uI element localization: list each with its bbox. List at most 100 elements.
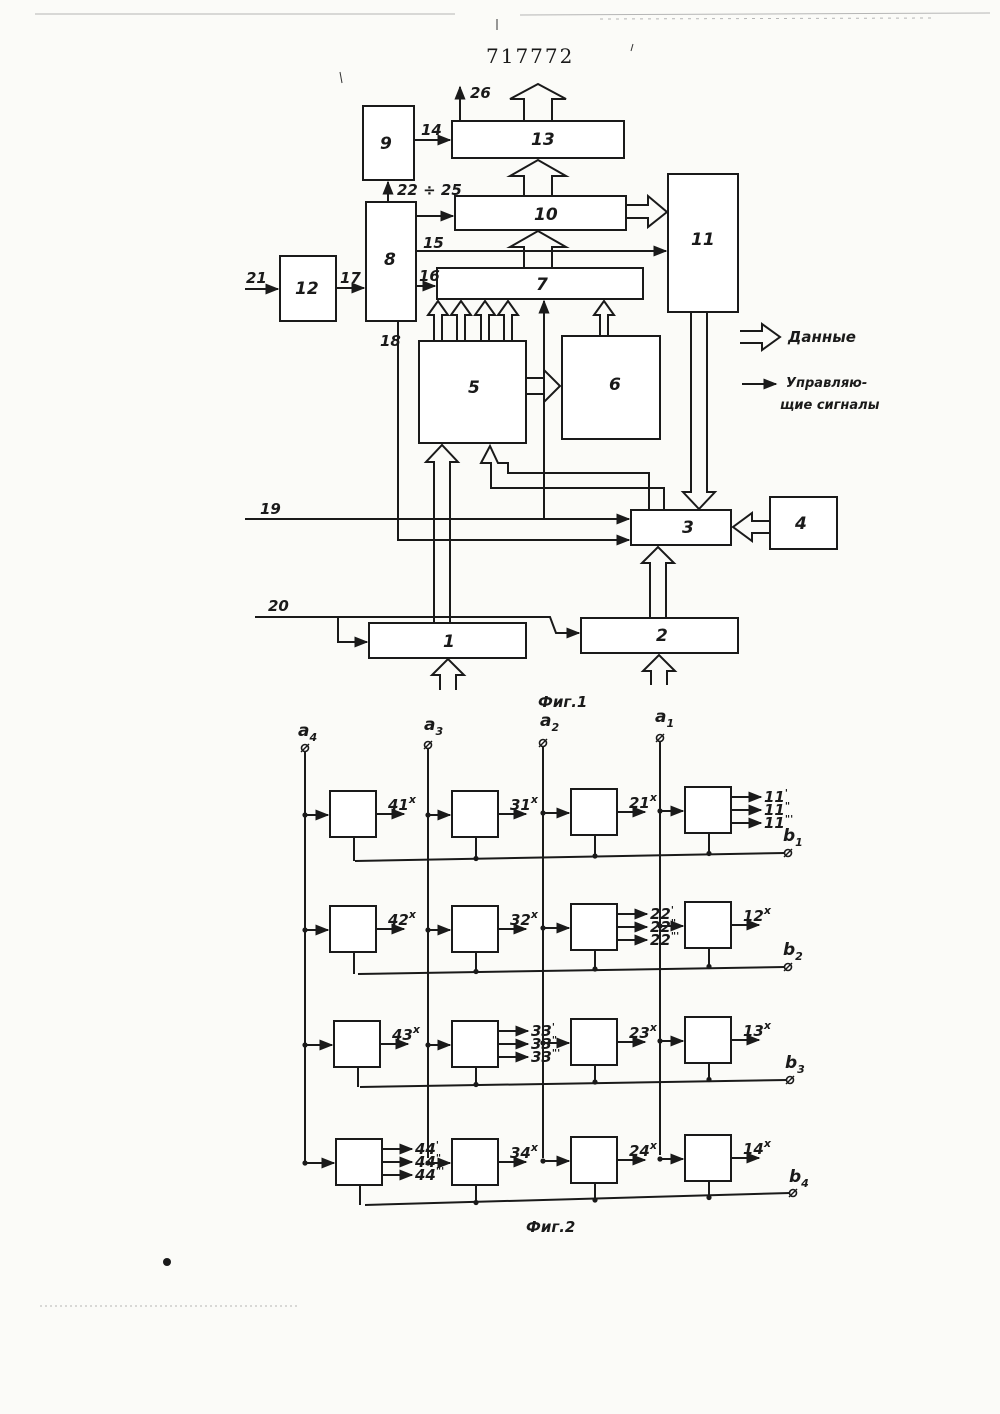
terminal-a2 <box>539 739 547 747</box>
output-label: 31x <box>510 793 539 814</box>
output-label: 32x <box>510 908 539 929</box>
output-label-mark: "' <box>671 931 679 942</box>
junction-dot <box>706 964 711 969</box>
label-b3-sub: 3 <box>797 1063 805 1076</box>
junction-dot <box>706 851 711 856</box>
output-label: 43x <box>391 1023 421 1044</box>
output-label-mark: ' <box>436 1140 439 1151</box>
output-label-mark: "' <box>785 814 793 825</box>
signal-15-label: 15 <box>423 234 444 252</box>
block-2-label: 2 <box>656 626 668 646</box>
line-b1 <box>355 853 785 861</box>
cell-r4-c4: 14x <box>657 1135 771 1200</box>
cell-r1-c2: 31x <box>425 791 538 861</box>
label-a1: a1 <box>655 707 674 730</box>
output-label-num: 23 <box>629 1024 650 1042</box>
label-b2-main: b <box>783 940 795 960</box>
output-label: 13x <box>743 1019 772 1040</box>
output-label: 42x <box>387 908 417 929</box>
label-b4: b4 <box>789 1167 809 1190</box>
signal-17-label: 17 <box>340 269 361 287</box>
junction-dot <box>592 966 597 971</box>
signal-14-label: 14 <box>421 121 442 139</box>
cell-box <box>571 904 617 950</box>
cell-box <box>685 787 731 833</box>
output-label-num: 11 <box>764 814 785 832</box>
output-label-num: 43 <box>391 1026 413 1044</box>
cell-r2-c3: 22'22"22"' <box>540 904 679 972</box>
output-label: 33"' <box>531 1048 560 1066</box>
output-label: 14x <box>743 1137 772 1158</box>
cell-box <box>452 1021 498 1067</box>
block-1-label: 1 <box>443 632 455 652</box>
cell-r3-c2: 33'33"33"' <box>425 1021 560 1087</box>
output-label-num: 31 <box>510 796 531 814</box>
signal-19-label: 19 <box>260 500 281 518</box>
output-label-mark: x <box>530 908 539 921</box>
junction-dot <box>473 1200 478 1205</box>
block-5-label: 5 <box>468 378 480 398</box>
output-label-mark: x <box>649 1021 658 1034</box>
junction-dot <box>592 1079 597 1084</box>
output-label-mark: x <box>763 1019 772 1032</box>
terminal-a1 <box>656 734 664 742</box>
output-label-mark: x <box>412 1023 421 1036</box>
cell-box <box>330 906 376 952</box>
junction-dot <box>473 969 478 974</box>
cell-r1-c4: 11'11"11"' <box>657 787 793 856</box>
output-label: 24x <box>629 1139 658 1160</box>
cell-box <box>452 791 498 837</box>
figure-2-caption: Фиг.2 <box>526 1218 575 1236</box>
output-label-mark: ' <box>671 905 674 916</box>
legend-control-label-1: Управляю- <box>786 376 867 391</box>
block-12-label: 12 <box>295 279 319 299</box>
output-label: 23x <box>629 1021 658 1042</box>
junction-dot <box>473 1082 478 1087</box>
output-label: 22"' <box>650 931 679 949</box>
figure-1: 9 13 8 10 11 7 12 5 6 3 4 1 2 <box>245 84 880 711</box>
junction-dot <box>473 856 478 861</box>
terminal-a3 <box>424 741 432 749</box>
junction-dot <box>592 1197 597 1202</box>
block-11-label: 11 <box>691 230 715 250</box>
patent-number: 717772 <box>486 44 574 68</box>
output-label-mark: "' <box>552 1048 560 1059</box>
label-b3-main: b <box>785 1053 797 1073</box>
cell-box <box>685 902 731 948</box>
cell-box <box>571 1137 617 1183</box>
cell-box <box>334 1021 380 1067</box>
label-a3: a3 <box>424 715 443 738</box>
cell-r2-c1: 42x <box>302 906 416 974</box>
block-3 <box>631 510 731 545</box>
output-label-num: 42 <box>387 911 409 929</box>
output-label-num: 24 <box>629 1142 650 1160</box>
legend: Данные Управляю- щие сигналы <box>740 324 880 413</box>
output-label-num: 13 <box>743 1022 764 1040</box>
output-label: 44"' <box>414 1166 444 1184</box>
cell-box <box>571 1019 617 1065</box>
label-b2: b2 <box>783 940 803 963</box>
cell-r3-c1: 43x <box>302 1021 420 1087</box>
output-label-num: 33 <box>531 1048 552 1066</box>
block-6-label: 6 <box>609 375 621 395</box>
output-label-num: 34 <box>510 1144 531 1162</box>
terminal-b2 <box>784 963 792 971</box>
signal-20-label: 20 <box>268 597 289 615</box>
block-10-label: 10 <box>534 205 558 225</box>
output-label-num: 41 <box>387 796 409 814</box>
junction-dot <box>706 1077 711 1082</box>
output-label-mark: x <box>649 791 658 804</box>
output-label-mark: " <box>785 801 790 812</box>
cell-r3-c4: 13x <box>657 1017 771 1082</box>
signal-16-label: 16 <box>419 267 440 285</box>
line-b3 <box>360 1080 787 1087</box>
output-label-mark: x <box>530 793 539 806</box>
figure-2: a4 a3 a2 a1 b1 b2 b3 b4 41x31x21x11'11"1… <box>298 707 809 1236</box>
cell-box <box>336 1139 382 1185</box>
label-a2: a2 <box>540 711 559 734</box>
label-a4: a4 <box>298 721 317 744</box>
output-label-num: 22 <box>650 931 671 949</box>
output-label: 34x <box>510 1141 539 1162</box>
legend-control-label-2: щие сигналы <box>780 398 880 413</box>
